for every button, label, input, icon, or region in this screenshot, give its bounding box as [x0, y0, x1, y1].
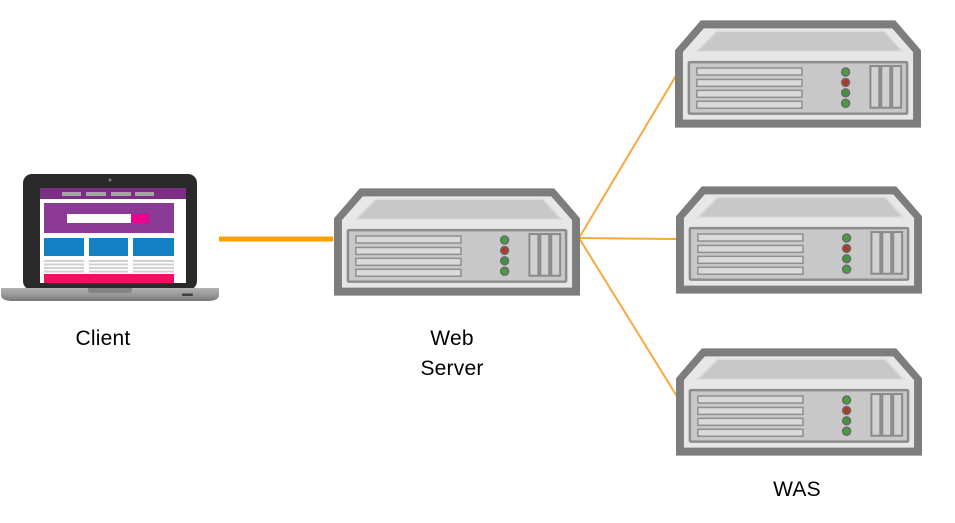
edge-webserver-to-was-3 — [578, 237, 679, 399]
webcam-dot-icon — [108, 178, 112, 182]
was-label: WAS — [773, 478, 821, 501]
web-server-label-line1: Web — [430, 327, 474, 350]
was-server-1-icon — [675, 20, 921, 128]
web-server-label: Web Server — [372, 324, 532, 384]
web-server-label-line2: Server — [420, 357, 484, 380]
laptop-icon — [1, 174, 219, 301]
edge-webserver-to-was-2 — [578, 237, 677, 240]
edge-webserver-to-was-1 — [578, 73, 678, 239]
was-server-3-icon — [676, 348, 922, 456]
web-server-icon — [334, 188, 580, 296]
client-label: Client — [75, 327, 131, 350]
was-server-2-icon — [676, 186, 922, 294]
